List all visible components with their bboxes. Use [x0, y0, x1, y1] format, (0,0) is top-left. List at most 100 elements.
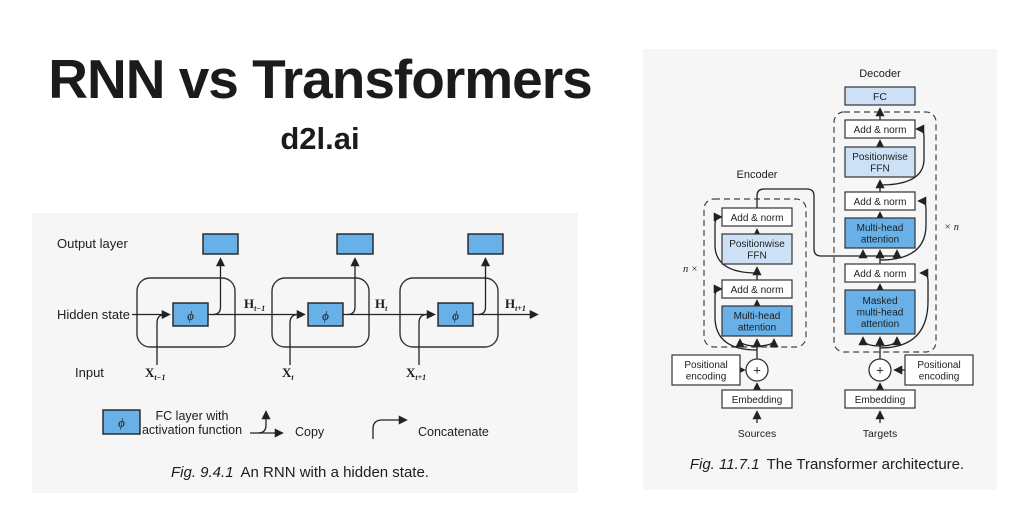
rnn-hidden-state-label: Hidden state [57, 307, 130, 322]
decoder-cross-attention-label-line2: attention [861, 235, 899, 246]
decoder-wires [858, 107, 929, 359]
copy-wire-2 [347, 257, 360, 316]
concatenate-wire-1 [156, 313, 166, 365]
decoder-add-norm-label-1: Add & norm [854, 125, 907, 136]
concatenate-wire-2 [289, 313, 299, 365]
phi-symbol-1: ϕ [187, 308, 194, 323]
encoder-label: Encoder [737, 169, 778, 181]
rnn-cell-3 [399, 277, 499, 348]
decoder-residual-wire-3 [879, 268, 929, 349]
copy-wire-1 [212, 257, 226, 316]
encoder-add-norm-label-1: Add & norm [731, 213, 784, 224]
concatenate-wire-3 [418, 313, 428, 365]
encoder-ffn-label-line2: FFN [747, 251, 766, 262]
concatenate-arrow-glyph [372, 415, 408, 439]
encoder-wires [713, 212, 779, 359]
source-positional-encoding-line1: Positional [684, 360, 727, 371]
phi-symbol-3: ϕ [452, 308, 459, 323]
decoder-residual-wire-1 [879, 124, 925, 186]
encoder-residual-wire-1 [713, 212, 758, 274]
sources-label: Sources [738, 428, 777, 440]
rnn-copy-wires [212, 257, 491, 316]
phi-symbol-2: ϕ [322, 308, 329, 323]
hidden-label-h-t: Ht [375, 296, 388, 313]
encoder-attention-label-line1: Multi-head [734, 311, 781, 322]
source-positional-add-circle [745, 358, 769, 382]
decoder-ffn-label-line2: FFN [870, 164, 889, 175]
embedding-wires [736, 365, 905, 423]
rnn-output-layer-label: Output layer [57, 236, 128, 251]
copy-arrow-glyph [250, 410, 284, 438]
target-plus-symbol: + [876, 363, 884, 378]
transformer-diagram: Decoder Encoder n × × n [671, 68, 974, 473]
source-embedding-label: Embedding [732, 395, 783, 406]
legend-fc-text-line1: FC layer with [156, 409, 229, 423]
target-positional-encoding-box [904, 354, 974, 386]
targets-label: Targets [863, 428, 897, 440]
decoder-add-norm-label-2: Add & norm [854, 197, 907, 208]
encoder-add-norm-label-2: Add & norm [731, 285, 784, 296]
decoder-add-norm-box-2 [844, 191, 916, 211]
decoder-label: Decoder [859, 68, 901, 80]
header: RNN vs Transformers d2l.ai [0, 52, 640, 157]
target-embedding-box [844, 389, 916, 409]
decoder-dashed-block [833, 111, 937, 353]
target-embedding-label: Embedding [855, 395, 906, 406]
source-embedding-box [721, 389, 793, 409]
input-label-x-t+1: Xt+1 [406, 365, 426, 382]
source-positional-encoding-box [671, 354, 741, 386]
legend-copy-label: Copy [295, 425, 325, 439]
encoder-add-norm-box-2 [721, 279, 793, 299]
rnn-input-label: Input [75, 365, 104, 380]
rnn-phi-box-2 [307, 302, 344, 327]
target-positional-encoding-line1: Positional [917, 360, 960, 371]
rnn-output-box-2 [336, 233, 374, 255]
encoder-ffn-label-line1: Positionwise [729, 239, 785, 250]
legend-phi-box [102, 409, 141, 435]
page-title: RNN vs Transformers [48, 48, 592, 110]
target-positional-encoding-line2: encoding [919, 372, 960, 383]
masked-attention-label-line1: Masked [862, 296, 897, 307]
decoder-repeat-label: × n [944, 222, 959, 233]
decoder-add-norm-label-3: Add & norm [854, 269, 907, 280]
rnn-output-box-3 [467, 233, 504, 255]
decoder-add-norm-box-1 [844, 119, 916, 139]
masked-attention-label-line3: attention [861, 319, 899, 330]
copy-wire-3 [477, 257, 491, 316]
encoder-attention-box [721, 305, 793, 337]
hidden-label-h-t+1: Ht+1 [505, 296, 526, 313]
fc-box [844, 86, 916, 106]
input-label-x-t: Xt [282, 365, 294, 382]
encoder-to-decoder-wire [756, 188, 897, 257]
hidden-label-h-t-1: Ht−1 [244, 296, 265, 313]
decoder-cross-attention-box [844, 217, 916, 249]
transformer-diagram-panel: Decoder Encoder n × × n [643, 49, 997, 490]
masked-attention-label-line2: multi-head [857, 308, 904, 319]
decoder-residual-wire-2 [879, 196, 927, 261]
encoder-residual-wire-2 [713, 284, 758, 351]
rnn-cell-2 [271, 277, 370, 348]
rnn-output-box-1 [202, 233, 239, 255]
legend-fc-text-line2: activation function [142, 423, 242, 437]
page-subtitle: d2l.ai [280, 121, 360, 156]
encoder-repeat-label: n × [683, 264, 698, 275]
rnn-phi-box-3 [437, 302, 474, 327]
encoder-ffn-box [721, 233, 793, 265]
target-positional-add-circle [868, 358, 892, 382]
decoder-ffn-box [844, 146, 916, 178]
rnn-diagram-panel: Output layer Hidden state Input [32, 213, 578, 493]
legend-concatenate-label: Concatenate [418, 425, 489, 439]
rnn-cell-1 [136, 277, 236, 348]
decoder-cross-attention-label-line1: Multi-head [857, 223, 904, 234]
rnn-phi-box-1 [172, 302, 209, 327]
rnn-input-wires [156, 313, 428, 365]
encoder-attention-label-line2: attention [738, 323, 776, 334]
input-label-x-t-1: Xt−1 [145, 365, 165, 382]
decoder-add-norm-box-3 [844, 263, 916, 283]
fc-box-label: FC [873, 91, 887, 103]
encoder-add-norm-box-1 [721, 207, 793, 227]
masked-attention-box [844, 289, 916, 335]
